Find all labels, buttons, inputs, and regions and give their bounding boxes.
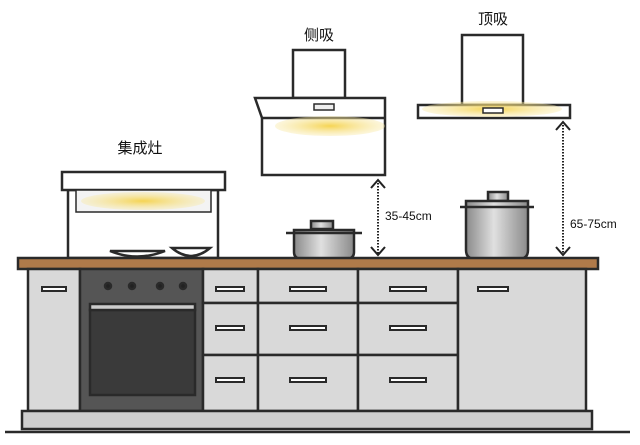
- side-hood: [253, 48, 387, 177]
- side-hood-label: 侧吸: [304, 26, 334, 44]
- integrated-stove-label: 集成灶: [117, 139, 162, 157]
- oven: [88, 281, 197, 397]
- side-hood-height-arrow: [370, 178, 386, 257]
- bowl: [168, 246, 214, 258]
- top-hood-height-arrow: [555, 120, 571, 257]
- top-hood: [416, 33, 572, 120]
- pot-large: [460, 190, 534, 261]
- countertop: [16, 256, 600, 271]
- plate: [109, 249, 166, 258]
- integrated-stove: [60, 170, 227, 260]
- top-hood-height-label: 65-75cm: [570, 217, 617, 231]
- top-hood-label: 顶吸: [478, 10, 508, 28]
- pot-small: [286, 219, 362, 261]
- cabinet-handles: [41, 286, 509, 383]
- side-hood-height-label: 35-45cm: [385, 209, 432, 223]
